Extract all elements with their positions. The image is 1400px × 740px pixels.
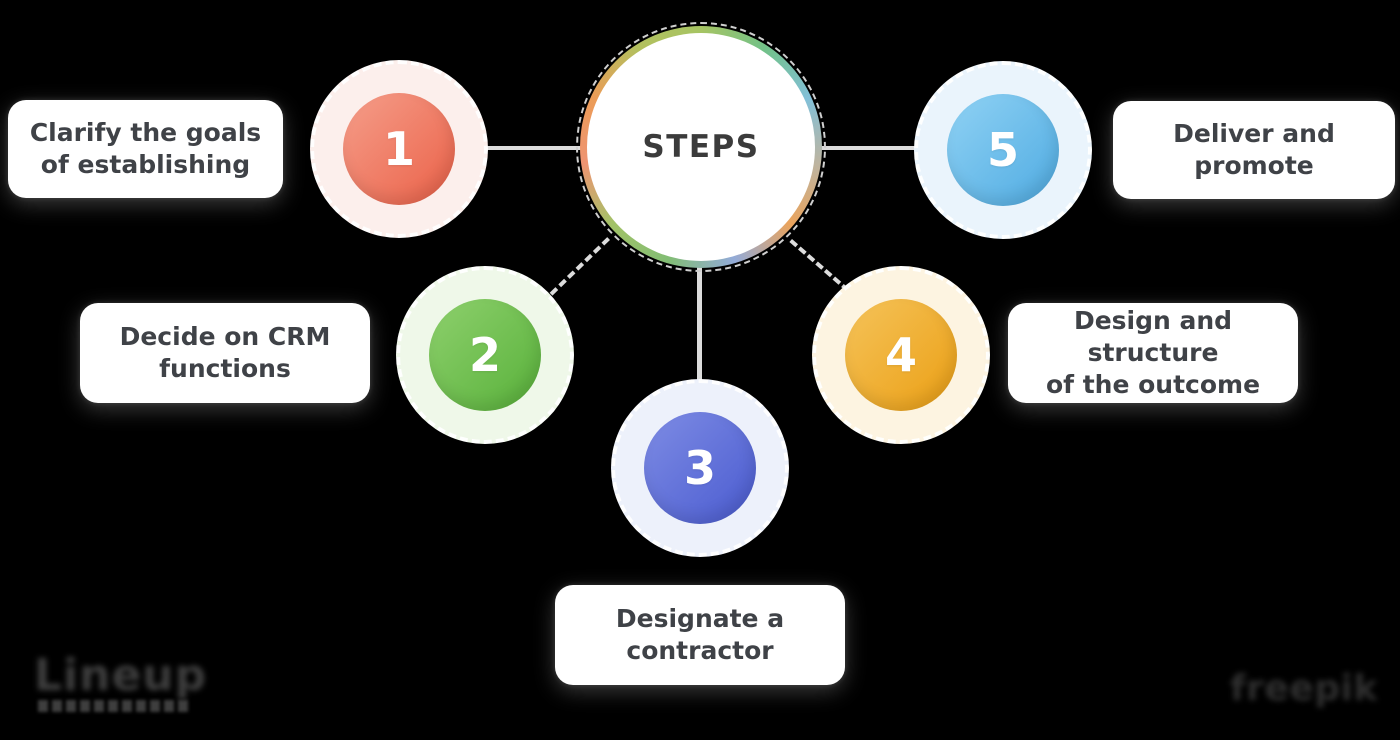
- step-5-halo: 5: [914, 61, 1092, 239]
- connector-dashed-step2: [549, 237, 610, 296]
- step-2-circle: 2: [429, 299, 541, 411]
- step-4-label-card: Design and structure of the outcome: [1008, 303, 1298, 403]
- step-5-label-card: Deliver and promote: [1113, 101, 1395, 199]
- step-3-label-card: Designate a contractor: [555, 585, 845, 685]
- step-1-label: Clarify the goals of establishing: [29, 118, 262, 179]
- step-2-label-card: Decide on CRM functions: [80, 303, 370, 403]
- step-1-circle: 1: [343, 93, 455, 205]
- step-4-halo: 4: [812, 266, 990, 444]
- step-1-number: 1: [382, 122, 415, 176]
- connector-line-step3: [697, 264, 702, 390]
- hub-circle: STEPS: [576, 22, 826, 272]
- step-3-halo: 3: [611, 379, 789, 557]
- watermark-left-tagline: [38, 700, 190, 712]
- step-1-label-card: Clarify the goals of establishing: [8, 100, 283, 198]
- step-4-number: 4: [884, 328, 917, 382]
- step-1-halo: 1: [310, 60, 488, 238]
- step-2-halo: 2: [396, 266, 574, 444]
- step-3-number: 3: [683, 441, 716, 495]
- step-3-circle: 3: [644, 412, 756, 524]
- step-5-circle: 5: [947, 94, 1059, 206]
- step-5-label: Deliver and promote: [1173, 119, 1335, 180]
- hub-title: STEPS: [642, 129, 760, 165]
- connector-line-step1: [474, 146, 584, 150]
- step-2-label: Decide on CRM functions: [119, 322, 331, 383]
- step-3-label: Designate a contractor: [615, 604, 785, 665]
- step-4-circle: 4: [845, 299, 957, 411]
- step-2-number: 2: [468, 328, 501, 382]
- watermark-left-logo: Lineup: [34, 650, 208, 701]
- step-5-number: 5: [986, 123, 1019, 177]
- watermark-right-logo: freepik: [1230, 668, 1378, 709]
- step-4-label: Design and structure of the outcome: [1045, 306, 1261, 399]
- connector-line-step5: [816, 146, 926, 150]
